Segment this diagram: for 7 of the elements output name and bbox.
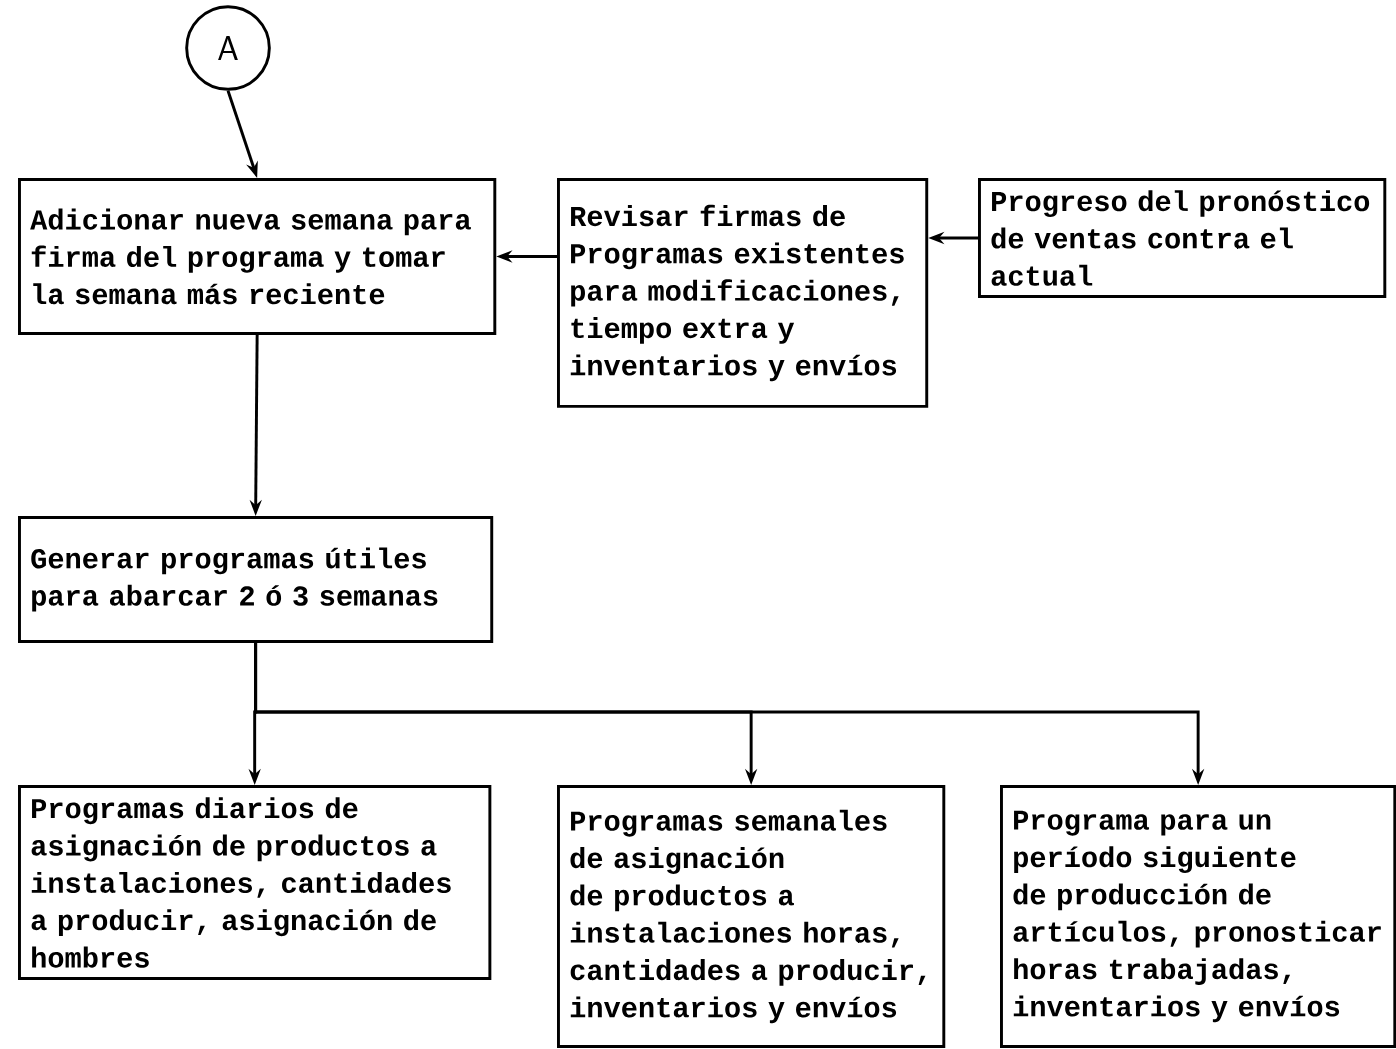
process-box: Programas semanales de asignación de productos a instalaciones horas, cantidades a producir, inventarios y envíos bbox=[557, 785, 946, 1048]
process-box: Programas diarios de asignación de productos a instalaciones, cantidades a producir, asignación de hombres bbox=[18, 785, 492, 980]
process-box: Adicionar nueva semana para firma del programa y tomar la semana más reciente bbox=[18, 178, 497, 335]
process-box: Progreso del pronóstico de ventas contra el actual bbox=[978, 178, 1387, 298]
process-box: Programa para un período siguiente de producción de artículos, pronosticar horas trabajadas, inventarios y envíos bbox=[1000, 785, 1396, 1048]
process-box: Generar programas útiles para abarcar 2 ó 3 semanas bbox=[18, 516, 494, 643]
process-box: Revisar firmas de Programas existentes para modificaciones, tiempo extra y inventarios y envíos bbox=[557, 178, 929, 408]
